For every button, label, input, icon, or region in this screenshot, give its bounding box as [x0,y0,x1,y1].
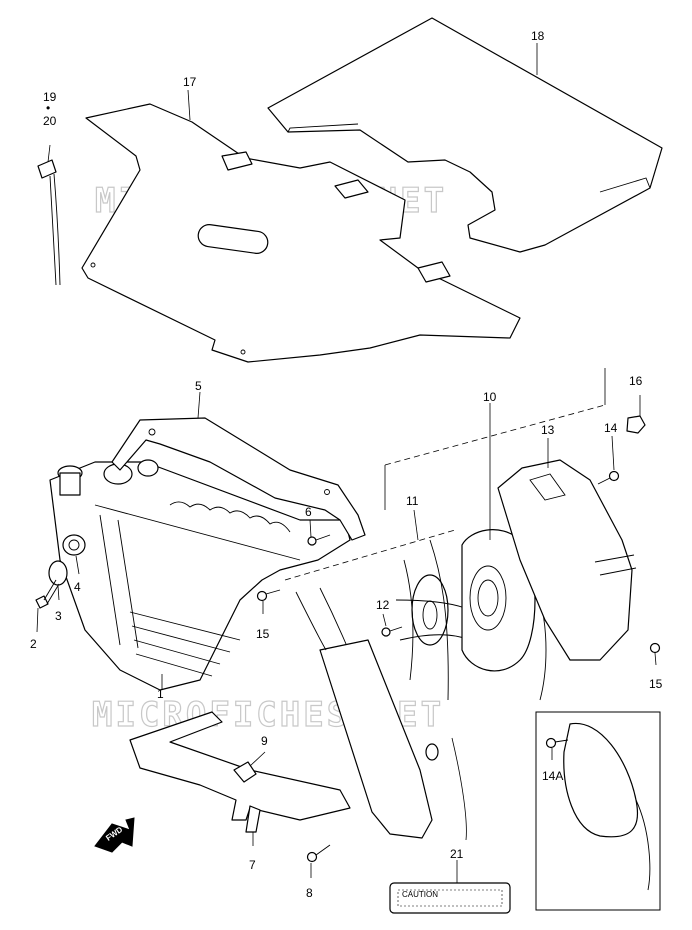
part-12-screw [381,626,403,637]
callout-4: 4 [74,580,81,594]
inset-panel [535,711,661,911]
callout-3: 3 [55,609,62,623]
part-8-bolt [306,844,331,863]
callout-15-left: 15 [256,627,270,641]
part-15-bolt-right [649,642,661,654]
callout-14a: 14A [542,769,563,783]
callout-5: 5 [195,379,202,393]
part-18-top-panel [267,17,663,253]
part-2-bolt [35,579,60,609]
part-21-caution-label: CAUTION [389,882,511,914]
part-7-bracket [129,711,351,833]
part-5-bracket [111,417,366,541]
callout-14: 14 [604,421,618,435]
callout-8: 8 [306,886,313,900]
guide-line-top [384,404,606,466]
part-6-bolt [307,534,331,546]
callout-21: 21 [450,847,464,861]
part-16-nut [626,415,646,434]
part-1-radiator [49,459,351,691]
part-14-bolt [597,470,620,485]
part-3-collar [48,560,68,586]
callout-19-20-separator: • [46,101,50,115]
part-10-fan-motor [461,529,547,701]
callouts: 17 18 19 • 20 5 10 13 14 16 11 12 6 15 1… [30,29,663,900]
callout-12: 12 [376,598,390,612]
callout-16: 16 [629,374,643,388]
part-19-20-cable-tie [37,159,61,286]
callout-20: 20 [43,114,57,128]
part-15-bolt-left [256,589,281,602]
callout-9: 9 [261,734,268,748]
callout-13: 13 [541,423,555,437]
callout-1: 1 [157,687,164,701]
callout-19: 19 [43,90,57,104]
guide-frame [384,368,606,510]
part-17-under-panel [81,103,521,363]
callout-18: 18 [531,29,545,43]
caution-label-text: CAUTION [402,890,438,899]
part-4-grommet [62,534,86,556]
part-13-fan-shroud [497,459,637,661]
leader-lines [36,43,657,883]
callout-6: 6 [305,505,312,519]
callout-15-right: 15 [649,677,663,691]
callout-11: 11 [406,494,419,508]
callout-17: 17 [183,75,197,89]
part-9-clip [233,761,257,783]
callout-7: 7 [249,858,256,872]
callout-10: 10 [483,390,497,404]
part-11-fan [395,539,471,701]
fwd-arrow-icon: FWD [94,817,135,853]
callout-2: 2 [30,637,37,651]
reservoir-tank [295,587,467,841]
